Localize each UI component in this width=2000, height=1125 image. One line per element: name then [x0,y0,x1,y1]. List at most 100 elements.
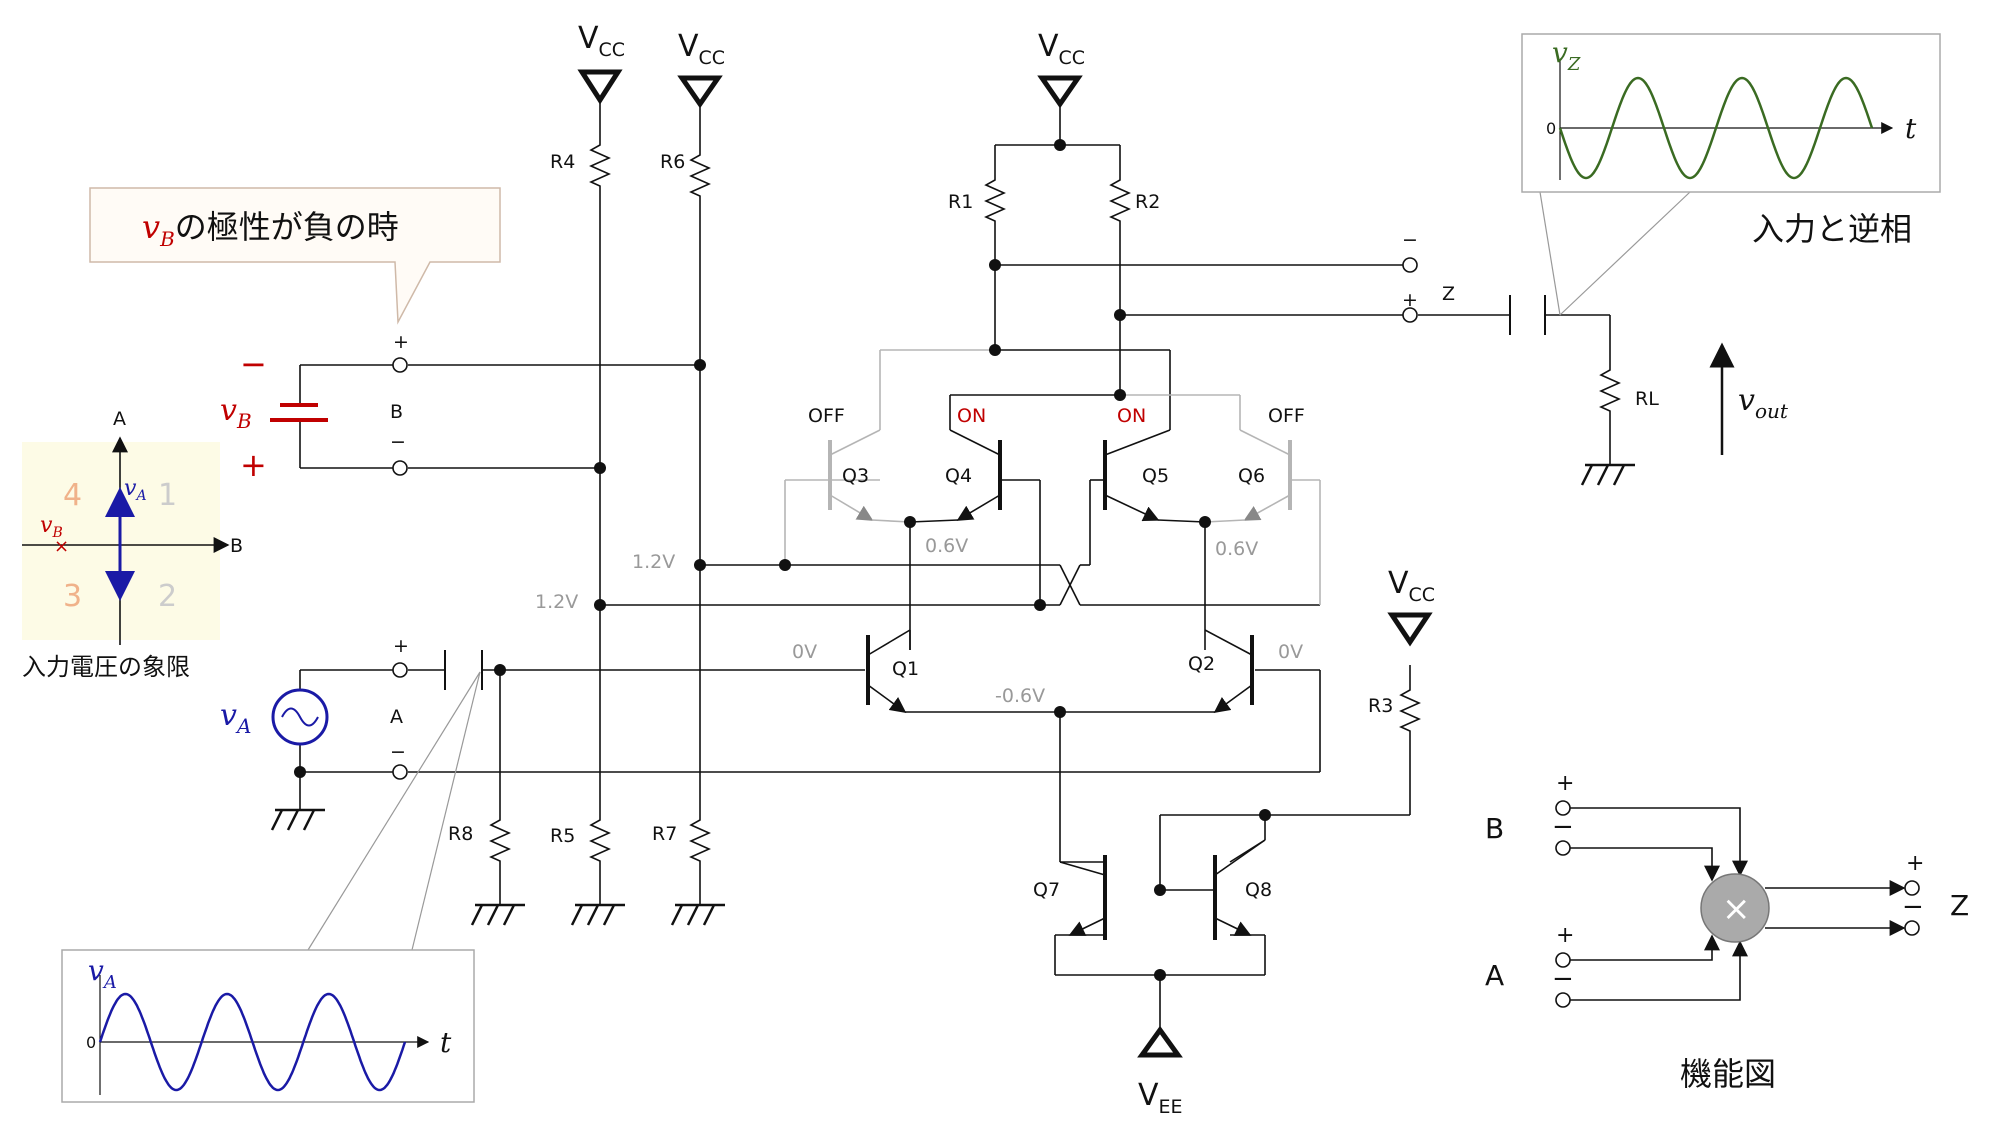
wires [299,100,1611,1030]
q4-label: Q4 [945,465,972,487]
q1-label: Q1 [892,658,919,680]
vout-label: vout [1738,383,1789,423]
voltage-1v2-b: 1.2V [535,591,578,613]
r3-label: R3 [1368,695,1393,717]
quadrant-2: 2 [158,579,177,614]
svg-text:VCC: VCC [678,29,725,69]
q6-label: Q6 [1238,465,1265,487]
func-b-minus: − [1552,812,1574,842]
func-a-label: A [1485,959,1504,992]
wave-z-label: vZ [1552,36,1581,75]
voltage-0v6-a: 0.6V [925,535,968,557]
resistor-symbols [489,140,1621,865]
va-source-label: vA [220,698,251,738]
function-diagram: × + − B + − A + − Z 機能図 [1485,771,1969,1093]
q7-label: Q7 [1033,879,1060,901]
capacitors [444,295,1546,690]
b-minus: − [390,431,406,453]
q3-state: OFF [808,405,845,427]
quadrant-caption: 入力電圧の象限 [22,653,190,681]
wave-z-zero: 0 [1546,119,1556,138]
vb-source-label: vB [220,393,252,433]
ac-source-va [271,688,329,746]
a-minus: − [390,741,406,763]
q8-transistor [1213,839,1266,940]
terminals [392,257,1418,780]
battery-vb [270,403,328,422]
z-label: Z [1442,283,1455,305]
func-z-label: Z [1950,889,1969,922]
rl-label: RL [1635,388,1659,410]
voltage-neg0v6: -0.6V [995,685,1045,707]
a-label: A [390,706,403,728]
supply-labels: VCC VCC VCC VCC VEE [578,21,1435,1118]
func-a-minus: − [1552,964,1574,994]
a-plus: + [393,635,409,657]
svg-text:VCC: VCC [1388,566,1435,606]
wave-z-panel: vZ 0 t 入力と逆相 [1521,33,1941,316]
quadrant-va: vA [124,476,147,504]
svg-text:VCC: VCC [1038,29,1085,69]
b-plus: + [393,331,409,353]
voltage-0v-b: 0V [1278,641,1303,663]
q3-label: Q3 [842,465,869,487]
off-wires [784,349,1321,605]
func-z-minus: − [1902,892,1924,922]
q2-transistor [1204,629,1254,713]
quadrant-axis-a: A [113,408,126,430]
z-minus: − [1402,229,1418,251]
q4-state: ON [957,405,986,427]
quadrant-3: 3 [63,579,82,614]
voltage-0v6-b: 0.6V [1215,538,1258,560]
func-a-plus: + [1556,923,1574,948]
battery-minus: − [240,345,267,383]
quadrant-4: 4 [63,478,82,513]
wave-a-zero: 0 [86,1033,96,1052]
r2-label: R2 [1135,191,1160,213]
q5-transistor [1103,429,1206,523]
wave-a-label: vA [88,954,117,993]
voltage-1v2-a: 1.2V [632,551,675,573]
q3-transistor [828,429,911,523]
wave-a-t: t [440,1026,452,1059]
r4-label: R4 [550,151,575,173]
ground-symbols [270,463,1635,926]
battery-plus: + [240,446,267,484]
q1-transistor [866,629,911,713]
func-z-plus: + [1906,851,1924,876]
wave-a-panel: vA 0 t [61,671,481,1103]
q2-label: Q2 [1188,653,1215,675]
r6-label: R6 [660,151,685,173]
quadrant-vb: vB [40,513,63,541]
wave-z-t: t [1905,112,1917,145]
quadrant-1: 1 [158,478,177,513]
func-b-label: B [1485,812,1504,845]
multiplier-symbol: × [1722,889,1751,929]
svg-text:VEE: VEE [1138,1078,1183,1118]
q6-state: OFF [1268,405,1305,427]
callout-vb-text: vBの極性が負の時 [142,208,399,251]
q5-label: Q5 [1142,465,1169,487]
r1-label: R1 [948,191,973,213]
q7-transistor [1059,855,1107,940]
r7-label: R7 [652,823,677,845]
q8-label: Q8 [1245,879,1272,901]
quadrant-axis-b: B [230,535,243,557]
voltage-0v-a: 0V [792,641,817,663]
junction-dots [294,139,1271,981]
q4-transistor [909,429,1002,523]
q5-state: ON [1117,405,1146,427]
func-caption: 機能図 [1680,1055,1776,1093]
func-b-plus: + [1556,771,1574,796]
q6-transistor [1204,429,1292,523]
quadrant-panel: A B 1 2 3 4 vA vB × 入力電圧の象限 [22,408,243,681]
quadrant-vb-mark: × [54,536,69,557]
callout-vb: vBの極性が負の時 [89,187,501,325]
supply-symbols [577,69,1433,1058]
z-plus: + [1402,289,1418,311]
r8-label: R8 [448,823,473,845]
wave-z-caption: 入力と逆相 [1752,210,1912,248]
b-label: B [390,401,403,423]
r5-label: R5 [550,825,575,847]
